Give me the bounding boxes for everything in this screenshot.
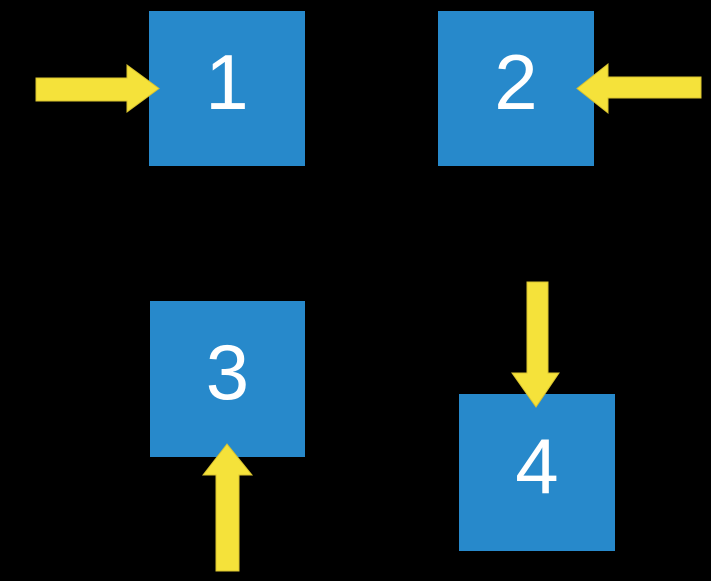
left-arrow-icon: [576, 62, 702, 115]
down-arrow-icon: [511, 281, 560, 408]
right-arrow-icon: [35, 64, 160, 113]
box-3-label: 3: [205, 328, 250, 416]
numbered-box-3: 3: [150, 301, 305, 457]
numbered-box-1: 1: [149, 11, 305, 166]
box-4-label: 4: [515, 421, 559, 510]
numbered-box-4: 4: [459, 394, 615, 551]
box-1-label: 1: [205, 37, 249, 126]
up-arrow-icon: [201, 443, 254, 572]
box-2-label: 2: [494, 37, 538, 126]
numbered-box-2: 2: [438, 11, 594, 166]
